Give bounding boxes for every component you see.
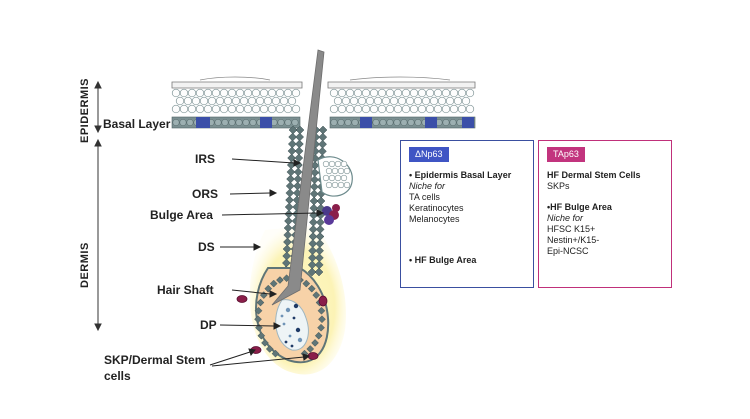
hair-shaft-label: Hair Shaft bbox=[157, 283, 214, 297]
np63-epidermis-basal-layer: • Epidermis Basal Layer bbox=[409, 170, 512, 180]
epidermis-cell-layer bbox=[171, 88, 475, 114]
bulge-area-label: Bulge Area bbox=[150, 208, 213, 222]
np63-niche-for: Niche for bbox=[409, 181, 446, 191]
tap63-niche-for: Niche for bbox=[547, 213, 584, 223]
tap63-panel: TAp63 HF Dermal Stem Cells SKPs •HF Bulg… bbox=[538, 140, 672, 288]
skp-label-line2: cells bbox=[104, 369, 131, 383]
np63-niche-item: Melanocytes bbox=[409, 214, 460, 224]
tap63-tag: TAp63 bbox=[547, 147, 585, 162]
delta-np63-tag: ΔNp63 bbox=[409, 147, 449, 162]
tap63-niche-item: Nestin+/K15- bbox=[547, 235, 600, 245]
tap63-hf-dermal-stem-cells: HF Dermal Stem Cells bbox=[547, 170, 641, 180]
tap63-hf-bulge-area: •HF Bulge Area bbox=[547, 202, 612, 212]
tap63-skps: SKPs bbox=[547, 181, 570, 191]
dp-label: DP bbox=[200, 318, 217, 332]
bulge-area-cells bbox=[322, 160, 351, 189]
label-pointers bbox=[209, 158, 325, 367]
irs-label: IRS bbox=[195, 152, 215, 166]
bulge-area-cluster bbox=[317, 156, 353, 197]
np63-niche-item: Keratinocytes bbox=[409, 203, 464, 213]
ds-label: DS bbox=[198, 240, 215, 254]
dermis-label: DERMIS bbox=[79, 242, 91, 288]
epidermis-surface bbox=[171, 76, 476, 89]
delta-np63-panel: ΔNp63 • Epidermis Basal Layer Niche for … bbox=[400, 140, 534, 288]
dermis-bracket bbox=[94, 138, 102, 332]
dermal-papilla-cells bbox=[280, 303, 303, 348]
epidermis-label: EPIDERMIS bbox=[79, 78, 91, 143]
bulb-cells bbox=[254, 274, 326, 358]
basal-cell-layer bbox=[171, 116, 476, 129]
hair-shaft bbox=[271, 49, 325, 306]
tap63-niche-item: Epi-NCSC bbox=[547, 246, 589, 256]
basal-layer-label: Basal Layer bbox=[103, 117, 171, 131]
epidermis-bracket bbox=[94, 80, 102, 134]
np63-niche-item: TA cells bbox=[409, 192, 440, 202]
np63-hf-bulge-area: • HF Bulge Area bbox=[409, 255, 477, 265]
bulge-stem-cells bbox=[322, 204, 340, 225]
skp-label-line1: SKP/Dermal Stem bbox=[104, 353, 205, 367]
ors-label: ORS bbox=[192, 187, 218, 201]
tap63-niche-item: HFSC K15+ bbox=[547, 224, 596, 234]
